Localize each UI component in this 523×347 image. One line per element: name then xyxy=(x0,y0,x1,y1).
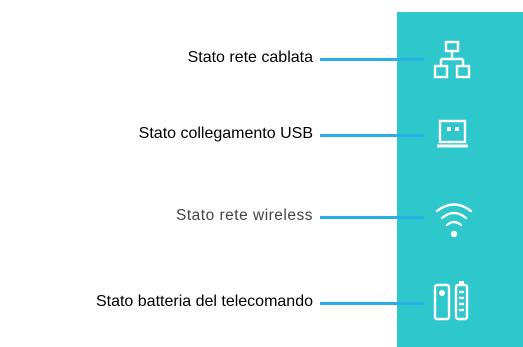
wireless-network-label: Stato rete wireless xyxy=(176,207,313,224)
usb-link-leader-line xyxy=(320,134,424,137)
wireless-network-leader-line xyxy=(320,216,424,219)
wired-network-leader-line xyxy=(320,58,424,61)
usb-icon xyxy=(435,118,471,154)
remote-battery-leader-line xyxy=(320,302,424,305)
remote-battery-label: Stato batteria del telecomando xyxy=(95,293,313,310)
wifi-icon xyxy=(434,196,474,240)
wired-network-label: Stato rete cablata xyxy=(187,49,313,66)
usb-link-label: Stato collegamento USB xyxy=(138,125,313,142)
wired-network-icon xyxy=(432,40,472,80)
remote-battery-icon xyxy=(432,280,472,324)
